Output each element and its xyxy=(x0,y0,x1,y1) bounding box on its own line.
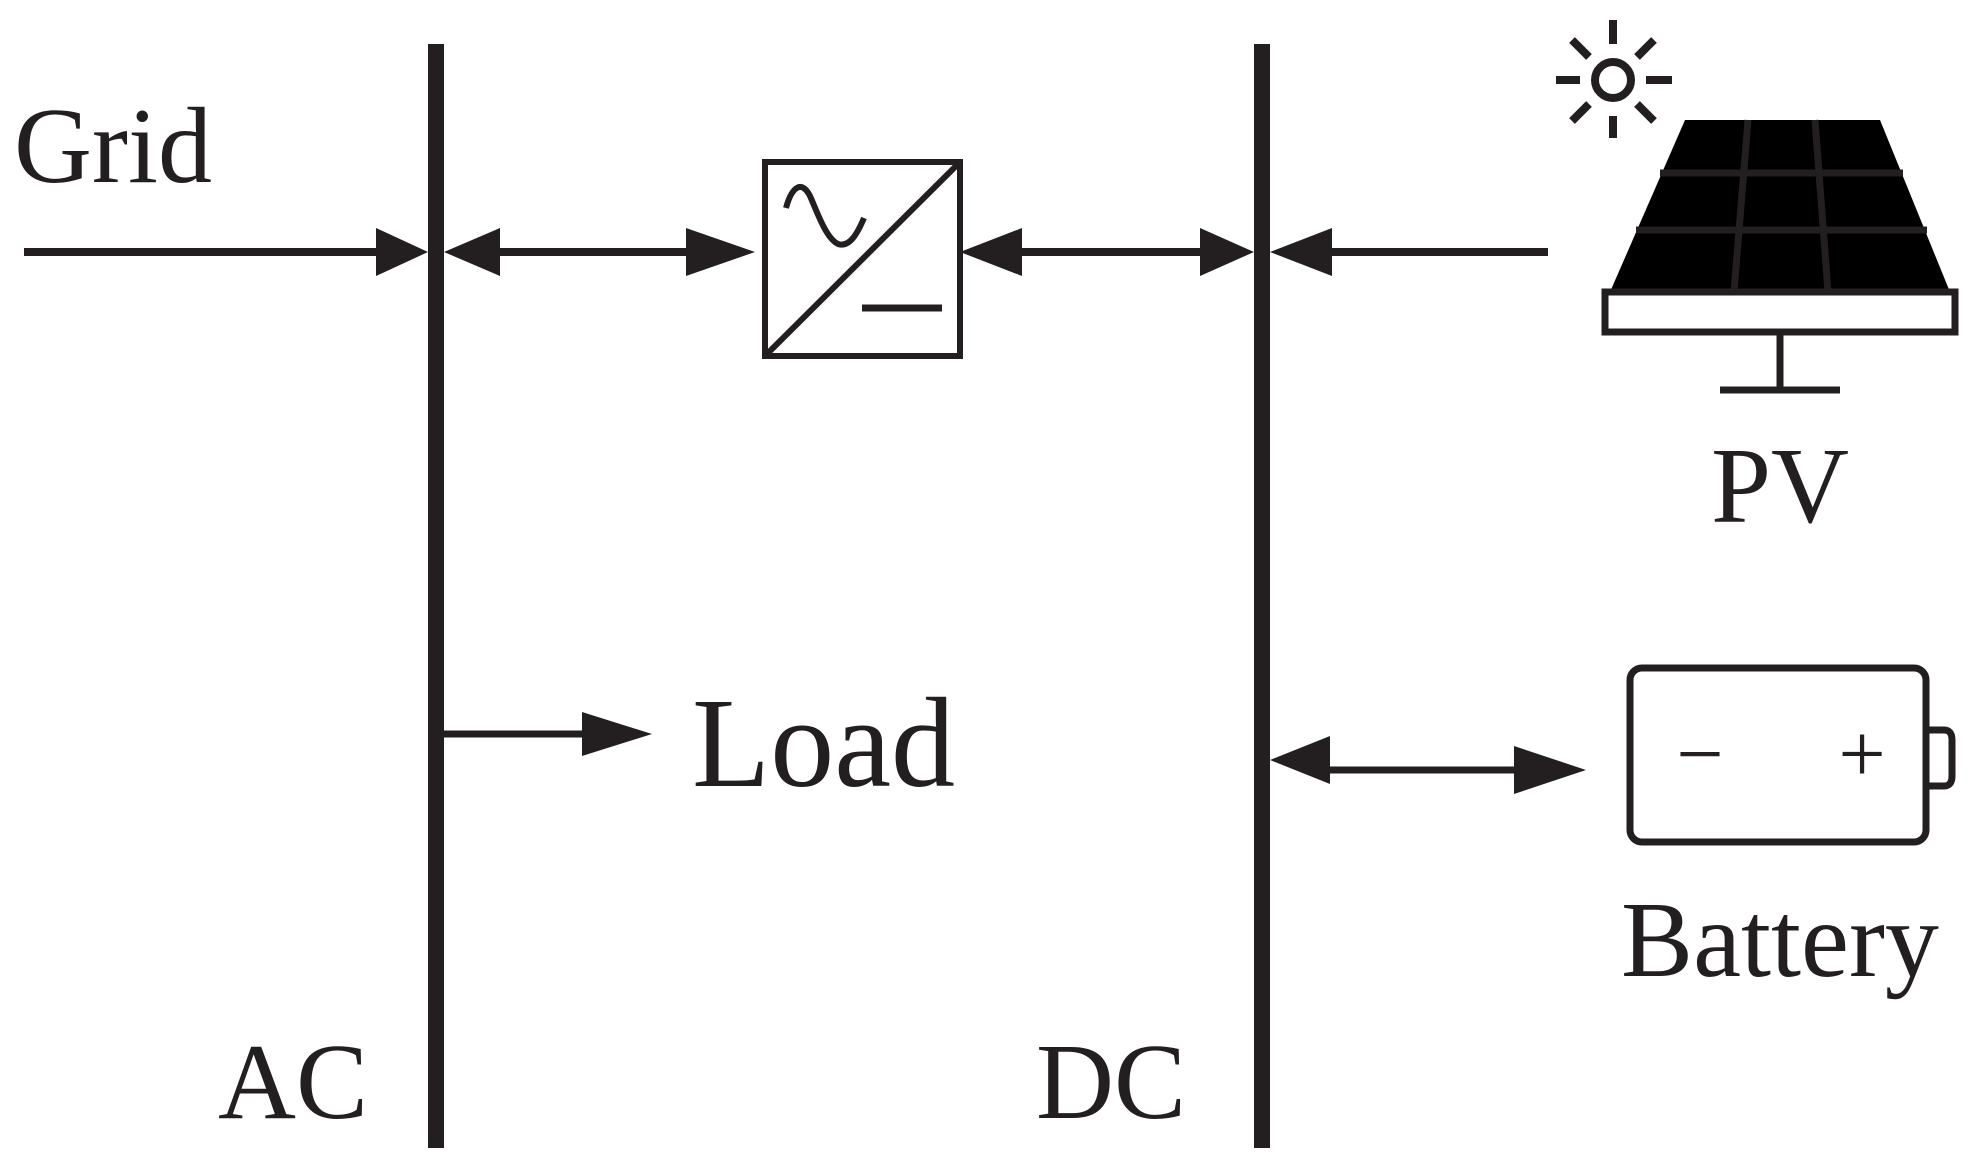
load-label: Load xyxy=(692,672,955,814)
battery-positive-terminal: + xyxy=(1838,708,1885,801)
battery-negative-terminal: − xyxy=(1676,708,1723,801)
pv-label: PV xyxy=(1711,427,1849,546)
battery-arrowhead xyxy=(1514,746,1586,794)
load-arrowhead xyxy=(582,712,652,756)
load-connection xyxy=(444,712,652,756)
battery-icon xyxy=(1626,664,1956,846)
dc-bus-label: DC xyxy=(1036,1023,1186,1142)
ac-bus-label: AC xyxy=(218,1023,368,1142)
converter-dc-connection xyxy=(960,228,1254,276)
battery-label: Battery xyxy=(1621,881,1939,1000)
grid-connection xyxy=(24,228,428,276)
sun-icon xyxy=(1556,20,1672,138)
battery-connection xyxy=(1270,736,1586,794)
ac-converter-connection xyxy=(444,228,755,276)
grid-arrowhead xyxy=(376,228,428,276)
pv-connection xyxy=(1270,228,1548,276)
converter-ac-arrowhead xyxy=(686,228,755,276)
battery-dc-arrowhead xyxy=(1270,736,1330,784)
dc-side-arrowhead xyxy=(1200,228,1254,276)
converter-dc-arrowhead xyxy=(960,228,1022,276)
grid-label: Grid xyxy=(14,87,212,206)
ac-side-arrowhead xyxy=(444,228,500,276)
ac-dc-converter-icon xyxy=(762,159,963,359)
pv-arrowhead xyxy=(1270,228,1332,276)
solar-panel-icon xyxy=(1601,119,1959,394)
